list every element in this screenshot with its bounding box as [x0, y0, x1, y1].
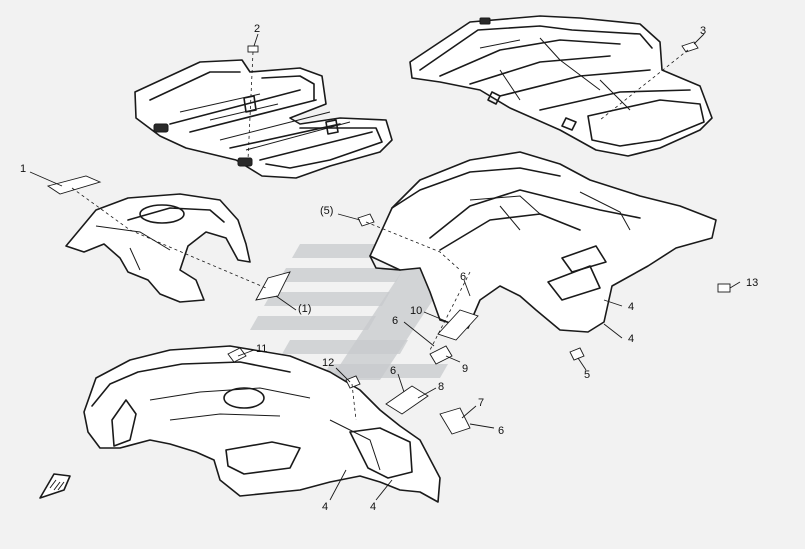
- callout-10: 10: [410, 305, 422, 317]
- callout-labels: 1 2 3 (5) (1) 13 4 4 5 6 10 6 9 6 8 7 6 …: [20, 23, 758, 513]
- rear-fender: [369, 151, 717, 333]
- callout-9: 9: [462, 363, 468, 375]
- callout-4-d: 4: [370, 501, 376, 513]
- front-fender: [65, 193, 251, 303]
- callout-5-paren: (5): [320, 205, 333, 217]
- assembly-lines: [71, 49, 689, 421]
- callout-5: 5: [584, 369, 590, 381]
- decal-1-paren: [255, 271, 291, 301]
- callout-6-d: 6: [498, 425, 504, 437]
- callout-12: 12: [322, 357, 334, 369]
- decal-7: [439, 407, 471, 435]
- decal-5: [569, 347, 585, 361]
- callout-3: 3: [700, 25, 706, 37]
- callout-4-c: 4: [322, 501, 328, 513]
- front-carrier-rack: [409, 15, 713, 157]
- callout-6-c: 6: [390, 365, 396, 377]
- decal-10: [437, 309, 479, 341]
- decal-3: [681, 41, 699, 53]
- callout-1-paren: (1): [298, 303, 311, 315]
- decal-1: [46, 175, 102, 195]
- callout-8: 8: [438, 381, 444, 393]
- callout-6-b: 6: [392, 315, 398, 327]
- decal-5-paren: [357, 213, 375, 227]
- callout-1: 1: [20, 163, 26, 175]
- decal-8: [385, 385, 429, 415]
- leader-lines: [29, 33, 741, 501]
- callout-13: 13: [746, 277, 758, 289]
- rear-carrier-rack: [134, 59, 393, 179]
- callout-4-a: 4: [628, 301, 634, 313]
- decal-13: [717, 283, 731, 293]
- callout-7: 7: [478, 397, 484, 409]
- decal-9: [429, 345, 453, 365]
- callout-4-b: 4: [628, 333, 634, 345]
- decal-11: [227, 347, 247, 363]
- callout-6-a: 6: [460, 271, 466, 283]
- decal-2: [247, 45, 259, 53]
- front-direction-arrow-icon: [39, 473, 71, 499]
- callout-2: 2: [254, 23, 260, 35]
- decal-12: [345, 375, 361, 389]
- callout-11: 11: [256, 343, 267, 355]
- decals: [46, 41, 731, 435]
